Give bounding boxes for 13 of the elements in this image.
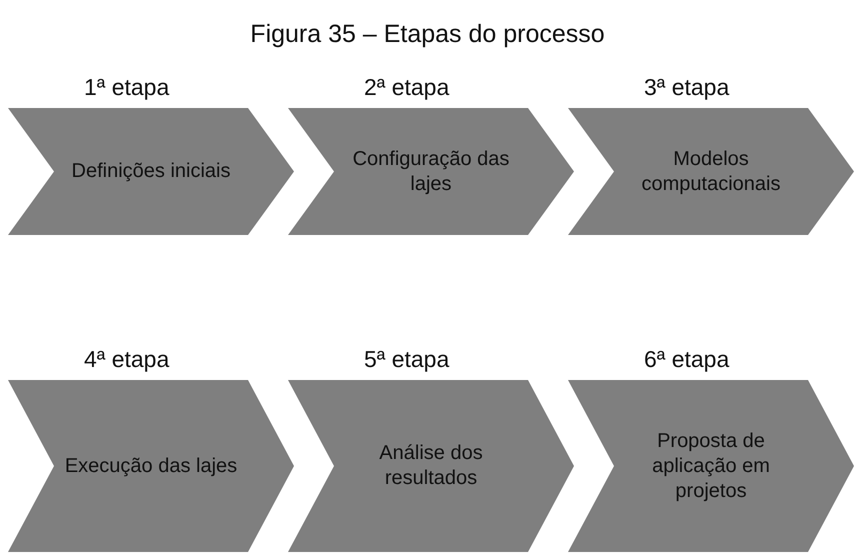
step-label: Análise dos resultados [378, 441, 484, 491]
step-heading: 4ª etapa [84, 346, 170, 373]
step-heading: 6ª etapa [644, 346, 730, 373]
step-label: Proposta de aplicação em projetos [651, 428, 771, 504]
figure-title: Figura 35 – Etapas do processo [249, 20, 606, 49]
step-label: Modelos computacionais [640, 146, 782, 196]
step-label: Definições iniciais [70, 159, 232, 184]
step-heading: 2ª etapa [364, 74, 450, 101]
step-label: Configuração das lajes [352, 146, 510, 196]
step-heading: 5ª etapa [364, 346, 450, 373]
step-label: Execução das lajes [64, 454, 238, 478]
step-heading: 1ª etapa [84, 74, 170, 101]
step-heading: 3ª etapa [644, 74, 730, 101]
